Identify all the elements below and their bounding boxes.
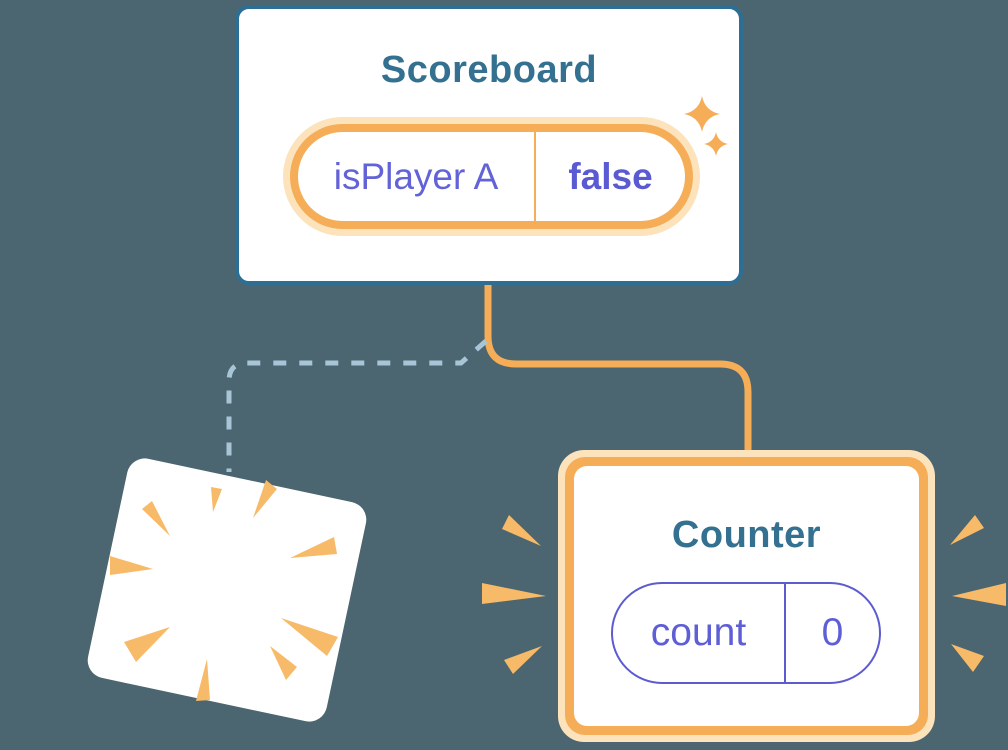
state-name: count [650, 611, 747, 654]
state-value: 0 [821, 611, 844, 654]
scoreboard-title: Scoreboard [380, 49, 598, 91]
destroyed-counter-card [84, 455, 370, 725]
pill-divider [534, 132, 536, 221]
scoreboard-state-pill: isPlayer A false [283, 117, 700, 236]
counter-state-pill: count 0 [611, 582, 881, 684]
pill-divider [784, 584, 786, 682]
counter-component-card: Counter count 0 [558, 450, 935, 742]
state-name: isPlayer A [333, 155, 499, 197]
state-value: false [568, 155, 653, 197]
scoreboard-component-card: Scoreboard isPlayer A false [235, 5, 743, 285]
counter-title: Counter [671, 514, 822, 556]
solid-connector-scoreboard-to-counter [484, 280, 752, 462]
dashed-connector-scoreboard-to-destroyed-card [226, 339, 488, 472]
